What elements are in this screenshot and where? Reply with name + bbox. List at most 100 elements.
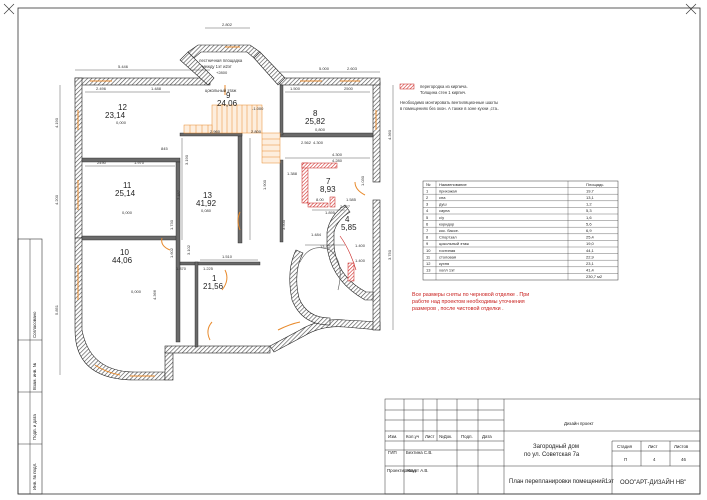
gip-role: ГИП [388, 450, 397, 455]
svg-text:44,06: 44,06 [112, 256, 133, 265]
svg-text:2.960: 2.960 [210, 129, 221, 134]
schedule-cell: 11 [426, 254, 431, 259]
svg-text:1.602: 1.602 [169, 247, 174, 258]
room-label-1: 1 21,56 [203, 274, 224, 291]
brick-legend-swatch [399, 83, 415, 90]
stair-landing-label: лестничная площадка между 1эт и2эт +2800 [199, 58, 243, 75]
stamp-agreed: Согласовано [32, 311, 37, 338]
dimension-values: 5.446 2.802 5.000 2.603 2.496 1.488 4.19… [54, 22, 392, 315]
designer-name: Жаурт А.В. [406, 468, 429, 473]
schedule-cell: прихожая [439, 188, 457, 193]
svg-text:1.400: 1.400 [355, 258, 366, 263]
svg-text:лестничная площадка: лестничная площадка [199, 58, 243, 63]
schedule-cell: 19,0 [586, 241, 595, 246]
svg-text:Лист: Лист [425, 434, 435, 439]
schedule-header-cell: Площадь [586, 182, 603, 187]
schedule-cell: Спортзал [439, 235, 457, 240]
svg-text:№Док.: №Док. [439, 434, 452, 439]
svg-text:8,93: 8,93 [320, 185, 336, 194]
schedule-cell: 23,1 [586, 261, 595, 266]
schedule-cell: 2 [426, 195, 429, 200]
schedule-cell: кухня [439, 261, 449, 266]
schedule-cell: 7 [426, 228, 429, 233]
room-label-4: 4 5,85 [341, 215, 357, 232]
room-label-7: 7 8,93 [320, 177, 336, 194]
svg-text:4: 4 [345, 215, 350, 224]
legend-line-2: Толщина стен 1 кирпич. [420, 90, 466, 95]
stamp-replace-inv: Взам. инв. № [32, 363, 37, 390]
svg-text:3.190: 3.190 [184, 154, 189, 165]
svg-text:5.000: 5.000 [319, 66, 330, 71]
stamp-sign-date: Подп. и дата [32, 414, 37, 440]
svg-text:2.603: 2.603 [347, 66, 358, 71]
title-block [384, 398, 701, 495]
title-block-text: Дизайн проект Изм. Кол.уч Лист №Док. Под… [387, 421, 689, 486]
staircase [183, 104, 281, 164]
schedule-cell: цокольный этаж [439, 241, 469, 246]
svg-text:1.900: 1.900 [262, 179, 267, 190]
svg-text:8: 8 [313, 109, 318, 118]
svg-text:4.280: 4.280 [332, 158, 343, 163]
schedule-cell: 230,7 м2 [586, 274, 603, 279]
svg-text:13.47: 13.47 [320, 244, 331, 249]
room-label-8: 8 25,82 0,800 [305, 109, 326, 132]
room-label-11: 11 25,14 0,000 [115, 181, 136, 215]
schedule-cell: 6,9 [586, 228, 592, 233]
designer-role: Проектировал [387, 468, 417, 473]
svg-text:3.500: 3.500 [281, 219, 286, 230]
schedule-header-cell: № [426, 182, 430, 187]
stamp-inv-original: Инв. № подл. [32, 463, 37, 490]
svg-text:размеров , после чистовой отде: размеров , после чистовой отделки . [412, 305, 504, 312]
svg-text:4.300: 4.300 [332, 152, 343, 157]
outer-walls [74, 44, 381, 381]
schedule-cell: 44,1 [586, 248, 595, 253]
schedule-cell: 22,9 [586, 254, 595, 259]
svg-text:1.510: 1.510 [222, 254, 233, 259]
schedule-cell: кос. бассе. [439, 228, 459, 233]
svg-text:4.360: 4.360 [387, 129, 392, 140]
dimensions-warning: Все размеры сняты по черновой отделке . … [412, 291, 529, 312]
schedule-cell: 25,4 [586, 235, 595, 240]
svg-text:9: 9 [226, 91, 231, 100]
svg-text:23,14: 23,14 [105, 111, 126, 120]
schedule-cell: 13,1 [586, 195, 595, 200]
svg-text:11: 11 [123, 181, 132, 190]
schedule-cell: столовая [439, 254, 456, 259]
svg-text:1.488: 1.488 [151, 86, 162, 91]
svg-text:Кол.уч: Кол.уч [406, 434, 419, 439]
svg-text:Подп.: Подп. [461, 434, 473, 439]
svg-text:+2800: +2800 [216, 70, 228, 75]
svg-text:1.500: 1.500 [290, 86, 301, 91]
svg-text:5,85: 5,85 [341, 223, 357, 232]
svg-text:12: 12 [118, 103, 127, 112]
svg-text:4.366: 4.366 [152, 289, 157, 300]
svg-text:845: 845 [161, 146, 168, 151]
object-line-2: по ул. Советская 7а [524, 452, 580, 458]
schedule-header-cell: Наименование [439, 182, 468, 187]
svg-text:7.487: 7.487 [176, 189, 181, 200]
svg-text:1.730: 1.730 [169, 219, 174, 230]
new-brick-partitions [301, 162, 355, 282]
company-name: ООО"АРТ-ДИЗАЙН НВ" [620, 478, 686, 486]
gip-name: Бехтина С.В. [406, 450, 432, 455]
schedule-cell: 19,7 [586, 188, 595, 193]
svg-text:10: 10 [120, 248, 129, 257]
svg-text:21,56: 21,56 [203, 282, 224, 291]
svg-text:24,06: 24,06 [217, 99, 238, 108]
svg-text:0,000: 0,000 [116, 120, 127, 125]
schedule-cell: гостиная [439, 248, 455, 253]
svg-text:0,000: 0,000 [131, 289, 142, 294]
svg-text:2.800: 2.800 [251, 129, 262, 134]
schedule-cell: 1,2 [586, 202, 592, 207]
schedule-cell: 5,6 [586, 221, 592, 226]
schedule-cell: 1,6 [586, 215, 592, 220]
schedule-cell: 13 [426, 268, 431, 273]
schedule-cell: 12 [426, 261, 431, 266]
crop-marks [3, 3, 697, 15]
svg-text:25,14: 25,14 [115, 189, 136, 198]
svg-text:4.190: 4.190 [54, 117, 59, 128]
svg-text:0,000: 0,000 [122, 210, 133, 215]
svg-text:2.562: 2.562 [301, 140, 312, 145]
svg-text:2.802: 2.802 [222, 22, 233, 27]
